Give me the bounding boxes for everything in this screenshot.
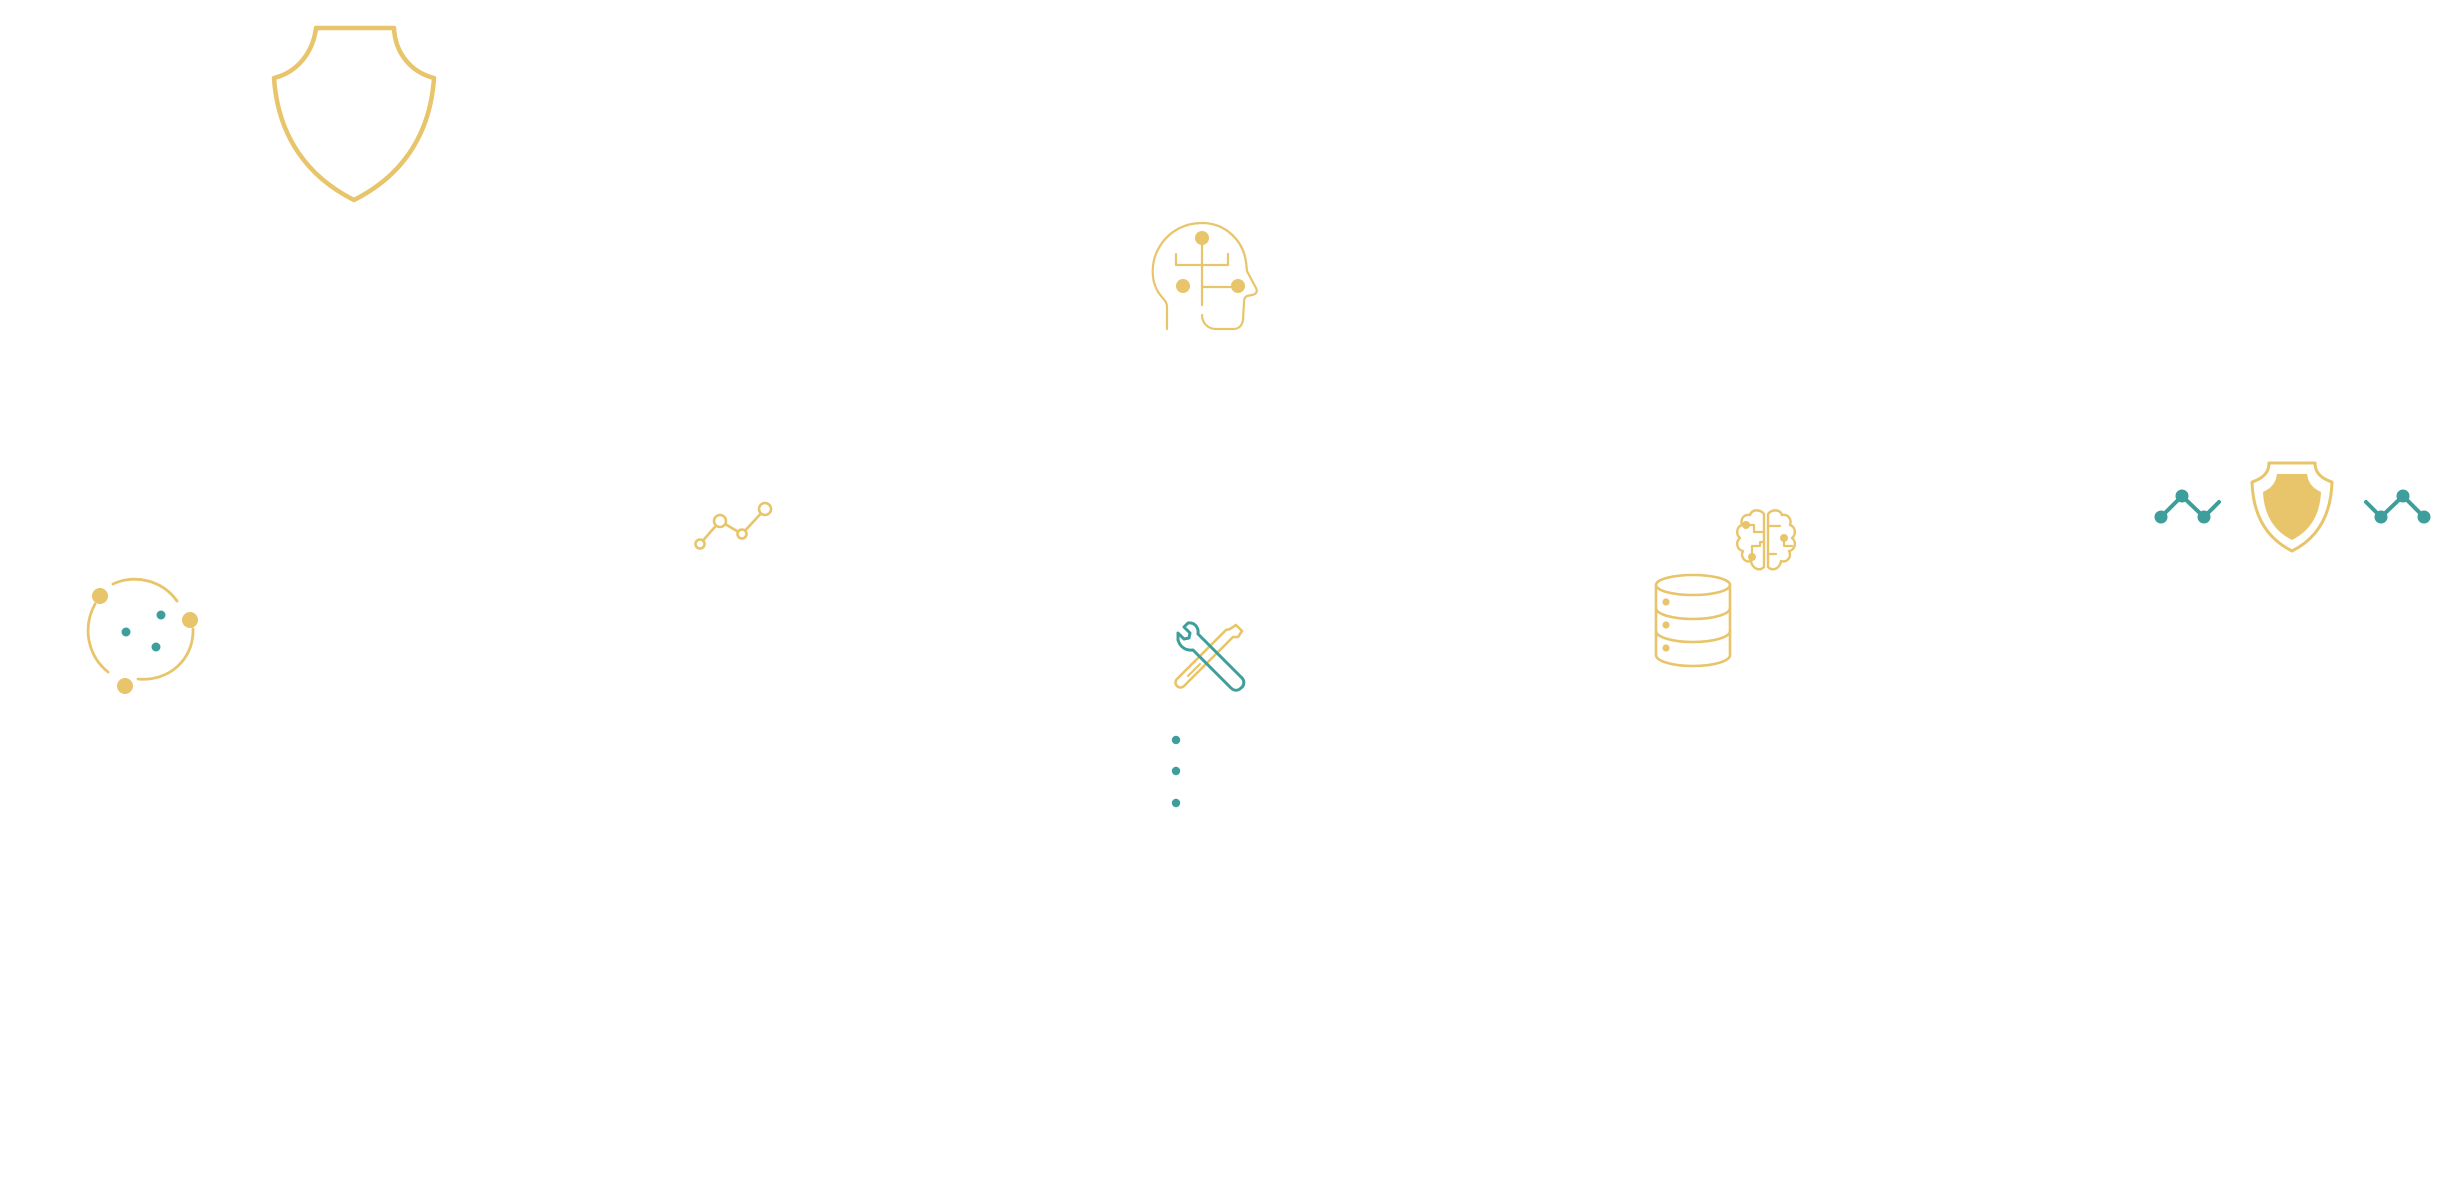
brain-circuit-icon (1728, 506, 1804, 582)
line-graph-icon (690, 498, 776, 553)
sparkline-right-icon (2360, 485, 2431, 527)
shield-outline-icon (270, 25, 438, 203)
wrench-screwdriver-icon (1172, 620, 1248, 696)
database-icon (1652, 571, 1734, 669)
vertical-dots-icon (1168, 732, 1184, 810)
shield-filled-icon (2248, 460, 2336, 554)
sparkline-left-icon (2154, 485, 2225, 527)
head-circuit-icon (1150, 210, 1275, 335)
orbit-network-icon (80, 568, 202, 694)
